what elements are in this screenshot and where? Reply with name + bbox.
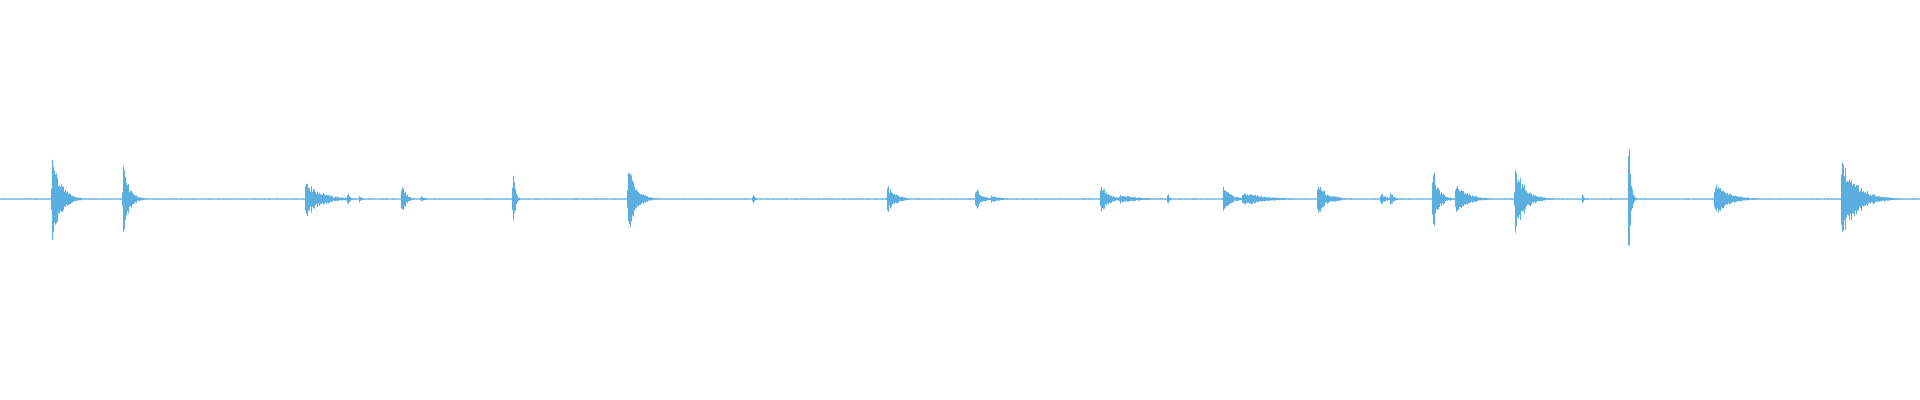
waveform-line <box>0 149 1920 246</box>
waveform-series <box>0 149 1920 246</box>
